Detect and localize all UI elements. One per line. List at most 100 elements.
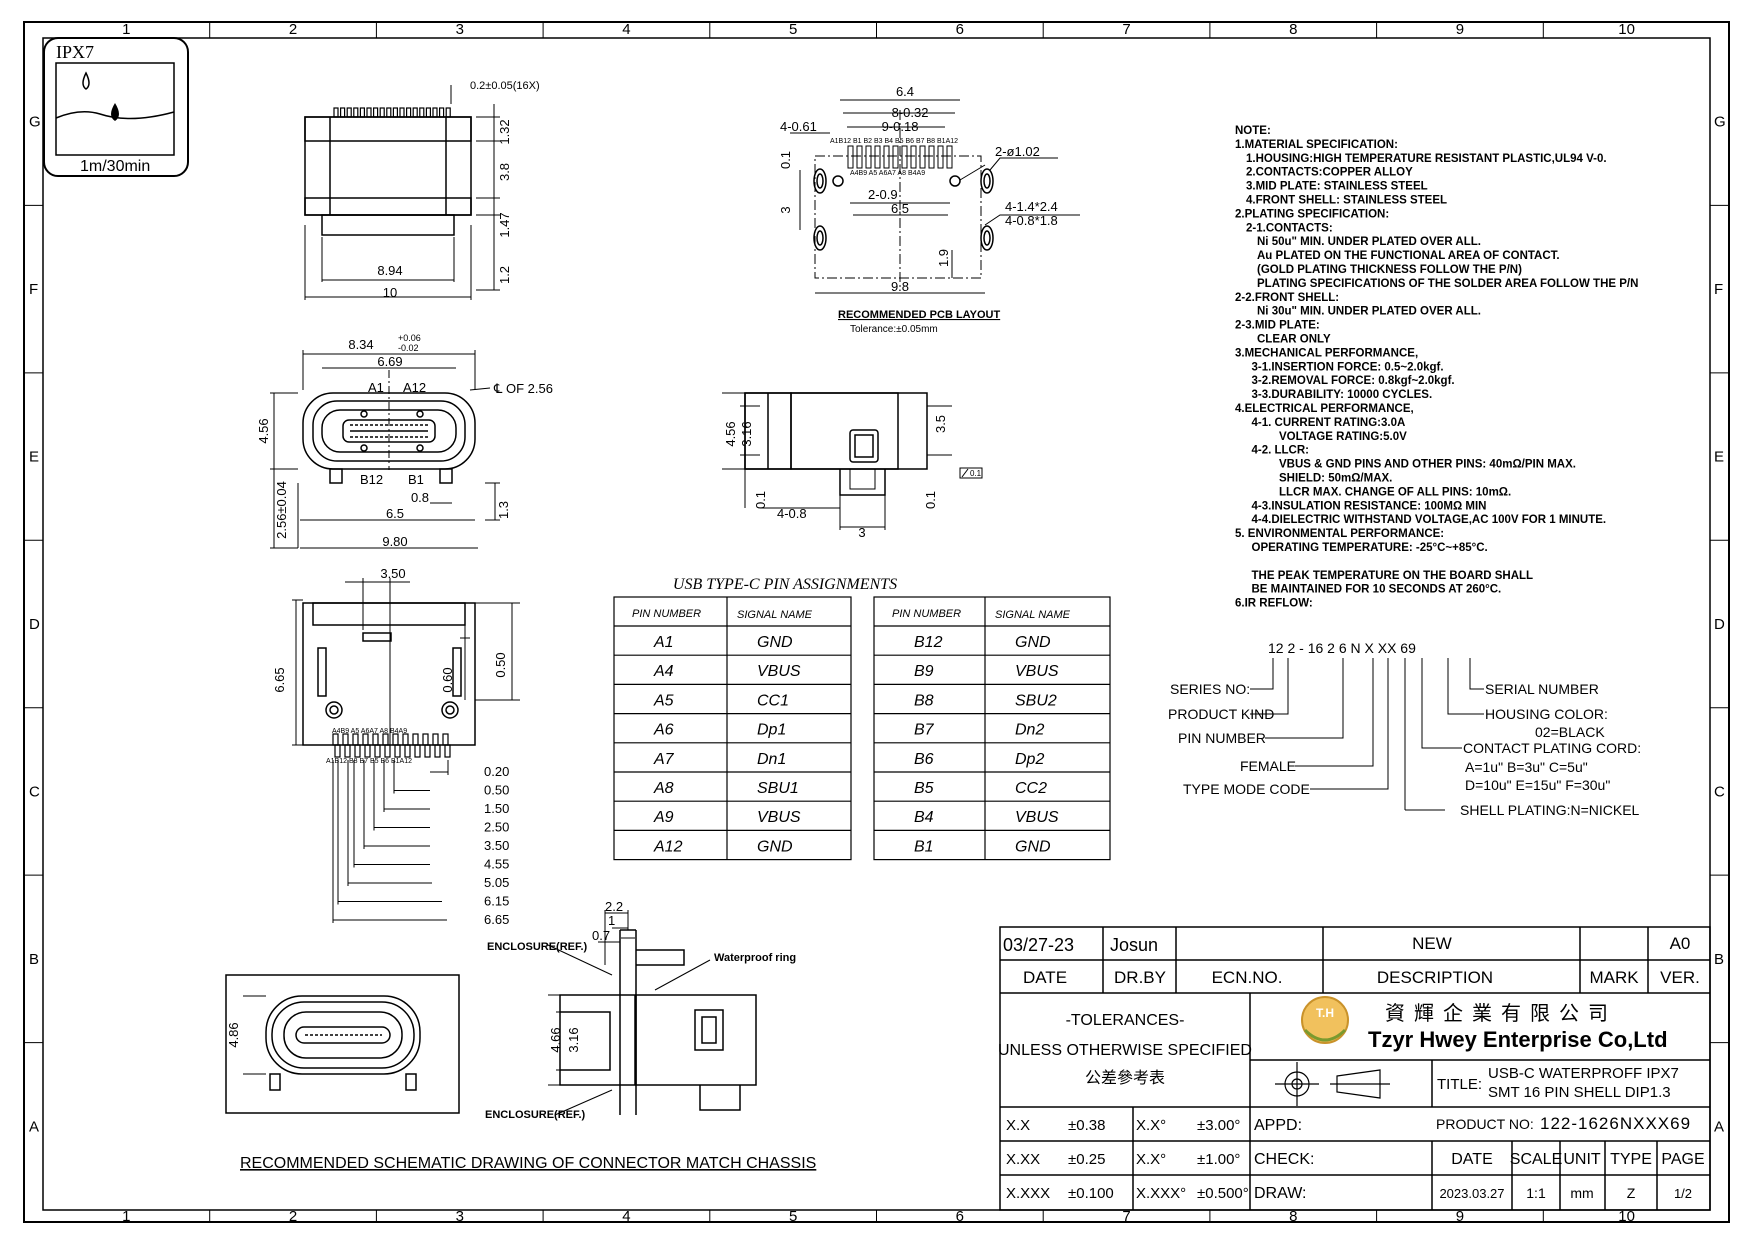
tb-date2-value: 2023.03.27 xyxy=(1439,1186,1504,1201)
pcb-hole-dim: 2-ø1.02 xyxy=(995,144,1040,159)
pin-pad xyxy=(412,733,419,746)
tb-desc-value: NEW xyxy=(1412,934,1452,953)
zone-col-label: 7 xyxy=(1122,21,1130,38)
zone-col-label: 6 xyxy=(956,1208,964,1225)
zone-row-label: G xyxy=(1714,114,1726,131)
signal-name-cell: GND xyxy=(757,634,793,651)
tb-drby-header: DR.BY xyxy=(1114,968,1166,987)
bottom-dim-1.50: 1.50 xyxy=(484,801,509,816)
pin-table-header: PIN NUMBER xyxy=(892,608,961,620)
pn-female-label: FEMALE xyxy=(1240,758,1296,774)
signal-name-cell: VBUS xyxy=(757,663,801,680)
note-line: 1.HOUSING:HIGH TEMPERATURE RESISTANT PLA… xyxy=(1246,153,1607,165)
pin-lead xyxy=(445,107,451,118)
chassis-section-dims: 2.2 1 0.7 ENCLOSURE(REF.) ENCLOSURE(REF.… xyxy=(485,899,796,1121)
note-line: 4-2. LLCR: xyxy=(1252,445,1310,457)
bottom-dim-0.50: 0.50 xyxy=(484,783,509,798)
side-flatness: 0.1 xyxy=(970,469,982,478)
pin-number-cell: B6 xyxy=(914,751,934,768)
pin-a1-label: A1 xyxy=(368,380,384,395)
tb-ver-header: VER. xyxy=(1660,968,1700,987)
signal-name-cell: SBU2 xyxy=(1015,692,1057,709)
note-line: 2-3.MID PLATE: xyxy=(1235,320,1320,332)
note-line: Ni 50u" MIN. UNDER PLATED OVER ALL. xyxy=(1257,236,1481,248)
pcb-pad xyxy=(892,145,899,169)
pcb-pad xyxy=(874,145,881,169)
zone-row-label: E xyxy=(29,449,39,466)
zone-col-label: 8 xyxy=(1289,1208,1297,1225)
pin-number-cell: B5 xyxy=(914,780,934,797)
pin-pad xyxy=(364,744,371,758)
water-drop-icon xyxy=(82,71,90,90)
tb-type-header: TYPE xyxy=(1610,1151,1652,1168)
enclosure-ref-bottom: ENCLOSURE(REF.) xyxy=(485,1109,586,1121)
pcb-pad xyxy=(937,145,944,169)
tb-scale-value: 1:1 xyxy=(1526,1185,1546,1201)
pin-pad xyxy=(332,733,339,746)
pin-pad xyxy=(442,733,449,746)
pin-pad xyxy=(434,744,441,758)
ipx7-depth: 1m/30min xyxy=(80,158,150,175)
zone-row-label: A xyxy=(29,1118,39,1135)
pin-pad xyxy=(354,744,361,758)
signal-name-cell: VBUS xyxy=(757,809,801,826)
pin-lead xyxy=(432,107,438,118)
tb-product-no: 122-1626NXXX69 xyxy=(1540,1114,1691,1133)
pin-table-header: SIGNAL NAME xyxy=(995,609,1071,621)
note-line: NOTE: xyxy=(1235,125,1271,137)
zone-col-label: 10 xyxy=(1618,21,1635,38)
note-line: (GOLD PLATING THICKNESS FOLLOW THE P/N) xyxy=(1257,264,1522,276)
connector-side-view xyxy=(722,392,983,530)
pin-pitch-dim: 0.2±0.05(16X) xyxy=(470,80,540,92)
pin-pad xyxy=(404,744,411,758)
zone-col-label: 5 xyxy=(789,21,797,38)
zone-row-label: B xyxy=(1714,951,1724,968)
note-line: 4-4.DIELECTRIC WITHSTAND VOLTAGE,AC 100V… xyxy=(1252,514,1607,526)
pin-table-header: SIGNAL NAME xyxy=(737,609,813,621)
tb-date-header: DATE xyxy=(1023,968,1067,987)
tol-value: ±0.100 xyxy=(1068,1185,1114,1202)
zone-col-label: 2 xyxy=(289,21,297,38)
dim-6-69: 6.69 xyxy=(377,354,402,369)
front-view-dims: 8.34 +0.06 -0.02 6.69 ℄ OF 2.56 A1 A12 B… xyxy=(256,333,553,549)
dim-8-34-tol-up: +0.06 xyxy=(398,333,421,343)
signal-name-cell: CC1 xyxy=(757,692,789,709)
tb-check-label: CHECK: xyxy=(1254,1151,1314,1168)
tb-product-no-label: PRODUCT NO: xyxy=(1436,1116,1534,1132)
tol-value: ±0.25 xyxy=(1068,1151,1105,1168)
note-line: 4-3.INSULATION RESISTANCE: 100MΩ MIN xyxy=(1252,500,1487,512)
pin-lead xyxy=(340,107,346,118)
dim-0-60: 0.60 xyxy=(440,667,455,692)
pin-lead xyxy=(392,107,398,118)
signal-name-cell: GND xyxy=(757,838,793,855)
pin-lead xyxy=(366,107,372,118)
tb-tolerances-sub: UNLESS OTHERWISE SPECIFIED xyxy=(998,1042,1252,1059)
pin-lead xyxy=(412,107,418,118)
pin-lead xyxy=(353,107,359,118)
pin-number-cell: A7 xyxy=(653,751,675,768)
water-drop-icon xyxy=(111,103,119,121)
dim-4-56: 4.56 xyxy=(256,418,271,443)
pn-pin-label: PIN NUMBER xyxy=(1178,730,1266,746)
pcb-dim-0-1: 0.1 xyxy=(778,151,793,169)
dim-1-47: 1.47 xyxy=(497,212,512,237)
signal-name-cell: Dp2 xyxy=(1015,751,1044,768)
pin-b1-label: B1 xyxy=(408,472,424,487)
pin-number-cell: A5 xyxy=(653,692,674,709)
pn-type-label: TYPE MODE CODE xyxy=(1183,781,1310,797)
side-dim-3: 3 xyxy=(858,525,865,540)
zone-col-label: 4 xyxy=(622,21,630,38)
dim-1-3: 1.3 xyxy=(496,501,511,519)
pin-number-cell: B1 xyxy=(914,838,934,855)
pcb-pad xyxy=(856,145,863,169)
pcb-dim-4-061: 4-0.61 xyxy=(780,119,817,134)
note-line: 1.MATERIAL SPECIFICATION: xyxy=(1235,139,1398,151)
pcb-pad xyxy=(865,145,872,169)
zone-row-label: F xyxy=(29,281,38,298)
dim-1-2: 1.2 xyxy=(497,266,512,284)
tb-title-label: TITLE: xyxy=(1437,1076,1482,1093)
top-view-dims: 0.2±0.05(16X) 1.32 3.8 1.47 1.2 8.94 10 xyxy=(377,80,539,300)
note-line: 3-3.DURABILITY: 10000 CYCLES. xyxy=(1252,389,1433,401)
pin-number-cell: B12 xyxy=(914,634,943,651)
projection-symbol xyxy=(1275,1062,1390,1106)
